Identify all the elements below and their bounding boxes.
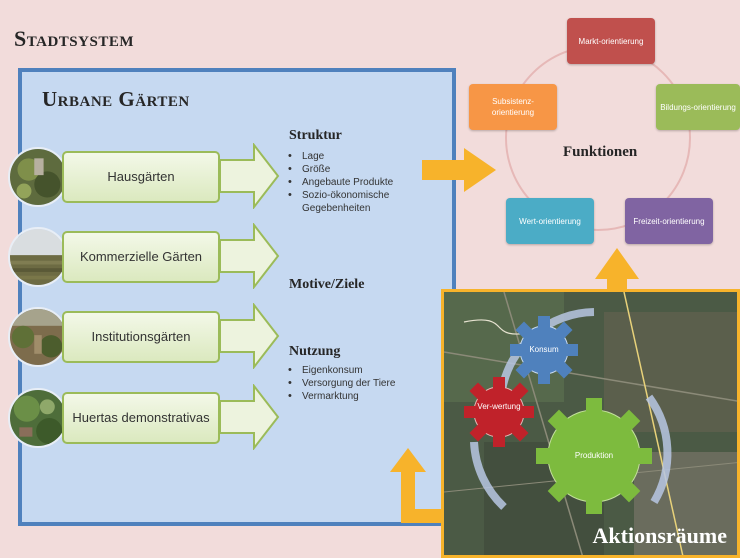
- urbane-gaerten-panel: Urbane Gärten: [18, 68, 456, 526]
- funktionen-label: Funktionen: [563, 144, 638, 160]
- nutzung-item: Vermarktung: [286, 390, 456, 403]
- struktur-item: Angebaute Produkte: [286, 176, 456, 189]
- garden-row-hausgaerten: Hausgärten: [8, 143, 280, 209]
- garden-photo: [8, 227, 68, 287]
- function-box-bildung: Bildungs-orientierung: [656, 84, 740, 130]
- function-box-freizeit: Freizeit-orientierung: [625, 198, 713, 244]
- verwertung-gear-icon: [464, 377, 534, 447]
- arrow-up-icon: [595, 248, 639, 318]
- garden-photo: [8, 388, 68, 448]
- struktur-item: Sozio-ökonomische Gegebenheiten: [286, 189, 456, 215]
- garden-label-box: Institutionsgärten: [62, 311, 220, 363]
- function-box-markt: Markt-orientierung: [567, 18, 655, 64]
- konsum-label: Konsum: [529, 345, 559, 354]
- verwertung-label: Ver-wertung: [477, 402, 521, 411]
- struktur-item: Größe: [286, 163, 456, 176]
- garden-arrow-icon: [220, 384, 280, 450]
- nutzung-item: Eigenkonsum: [286, 364, 456, 377]
- garden-row-huertas: Huertas demonstrativas: [8, 384, 280, 450]
- produktion-label: Produktion: [574, 451, 614, 460]
- struktur-list: Lage Größe Angebaute Produkte Sozio-ökon…: [286, 150, 456, 215]
- nutzung-item: Versorgung der Tiere: [286, 377, 456, 390]
- urbane-gaerten-title: Urbane Gärten: [42, 87, 190, 111]
- map-background: [444, 292, 737, 555]
- garden-row-institutions: Institutionsgärten: [8, 303, 280, 369]
- struktur-heading: Struktur: [289, 128, 342, 143]
- aktionsraeume-label: Aktionsräume: [592, 523, 727, 548]
- garden-photo: [8, 147, 68, 207]
- konsum-gear-icon: [510, 316, 578, 384]
- struktur-item: Lage: [286, 150, 456, 163]
- function-box-wert: Wert-orientierung: [506, 198, 594, 244]
- slide-title: Stadtsystem: [14, 26, 134, 51]
- garden-label-box: Huertas demonstrativas: [62, 392, 220, 444]
- arrow-to-funktionen-icon: [422, 148, 496, 192]
- nutzung-heading: Nutzung: [289, 344, 341, 359]
- garden-label-box: Kommerzielle Gärten: [62, 231, 220, 283]
- function-box-subsistenz: Subsistenz-orientierung: [469, 84, 557, 130]
- produktion-gear-icon: [536, 398, 652, 514]
- garden-arrow-icon: [220, 143, 280, 209]
- garden-label-box: Hausgärten: [62, 151, 220, 203]
- garden-row-kommerzielle: Kommerzielle Gärten: [8, 223, 280, 289]
- aktionsraeume-map: Konsum Ver-wertung Produktion Aktionsräu…: [441, 289, 740, 558]
- garden-photo: [8, 307, 68, 367]
- garden-arrow-icon: [220, 303, 280, 369]
- garden-arrow-icon: [220, 223, 280, 289]
- motive-heading: Motive/Ziele: [289, 277, 365, 292]
- nutzung-list: Eigenkonsum Versorgung der Tiere Vermark…: [286, 364, 456, 403]
